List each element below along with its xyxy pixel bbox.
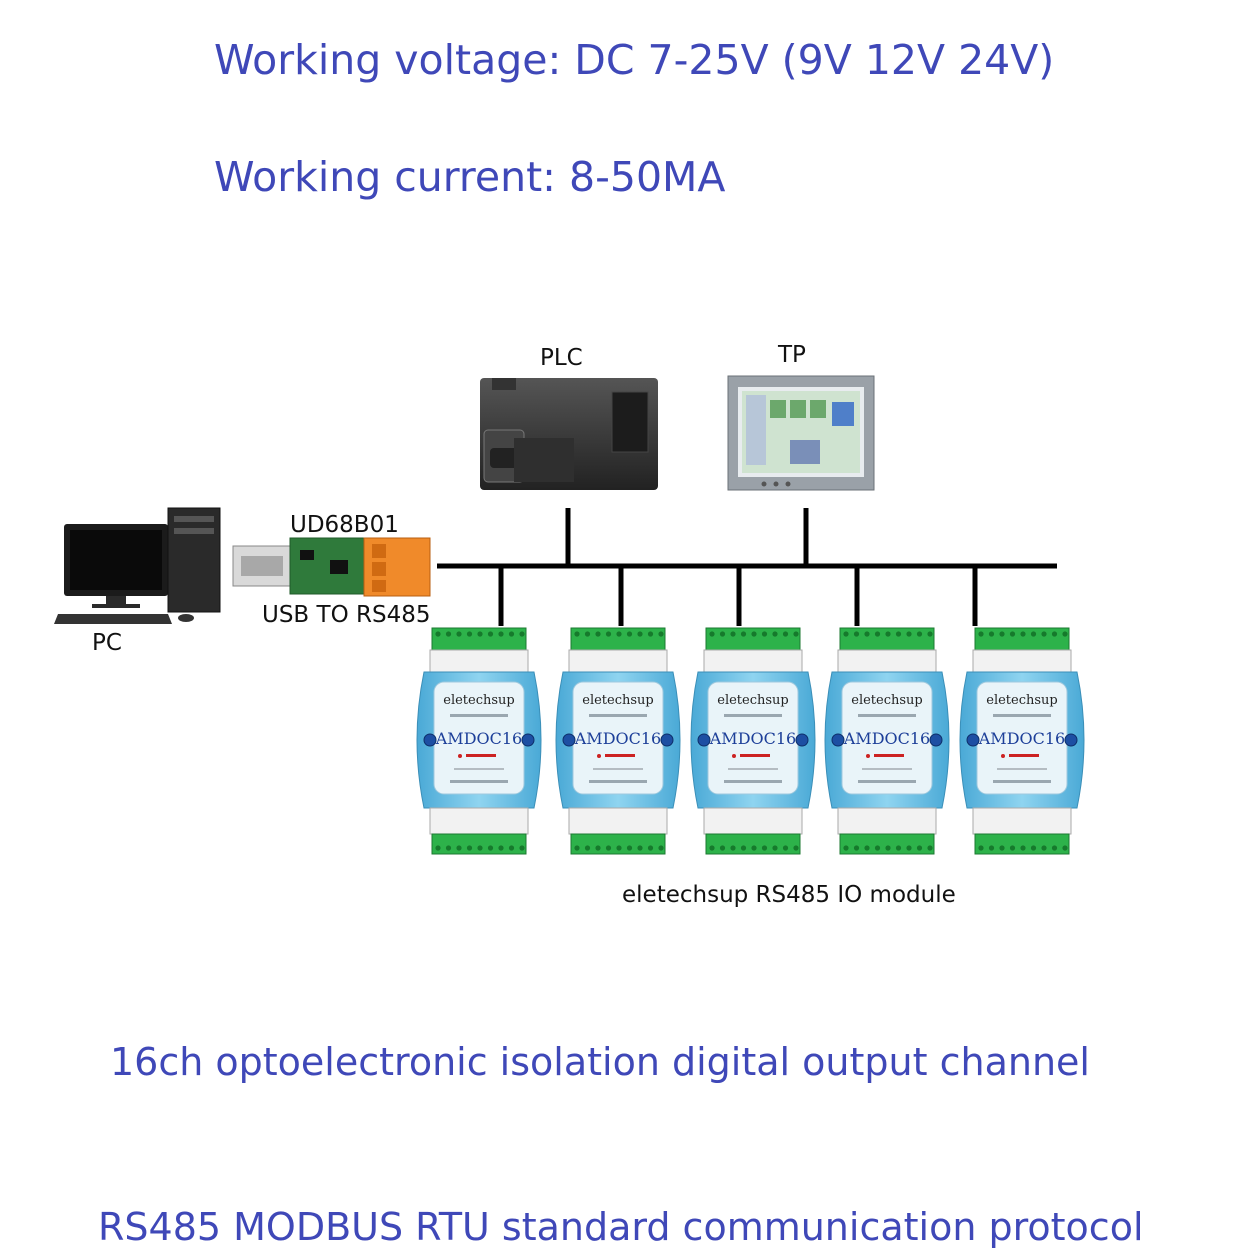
converter-model-label: UD68B01 — [290, 512, 399, 538]
working-current-text: Working current: 8-50MA — [214, 153, 726, 201]
usb-rs485-converter — [232, 537, 431, 597]
pc-device — [54, 507, 221, 624]
module-model-text: AMDOC16 — [435, 729, 522, 748]
network-diagram: eletechsupAMDOC16eletechsupAMDOC16eletec… — [54, 375, 1085, 855]
module-brand-text: eletechsup — [717, 693, 788, 708]
protocol-text: RS485 MODBUS RTU standard communication … — [98, 1205, 1144, 1249]
module-brand-text: eletechsup — [986, 693, 1057, 708]
module-brand-text: eletechsup — [582, 693, 653, 708]
module-caption-label: eletechsup RS485 IO module — [622, 882, 956, 908]
working-voltage-text: Working voltage: DC 7-25V (9V 12V 24V) — [214, 36, 1055, 84]
module-model-text: AMDOC16 — [709, 729, 796, 748]
channels-text: 16ch optoelectronic isolation digital ou… — [110, 1040, 1090, 1084]
pc-label: PC — [92, 630, 122, 656]
rs485-bus — [437, 508, 1057, 626]
module-brand-text: eletechsup — [443, 693, 514, 708]
io-modules: eletechsupAMDOC16eletechsupAMDOC16eletec… — [416, 627, 1085, 855]
module-model-text: AMDOC16 — [978, 729, 1065, 748]
tp-label: TP — [778, 342, 806, 368]
plc-device — [480, 378, 658, 490]
module-model-text: AMDOC16 — [574, 729, 661, 748]
plc-label: PLC — [540, 345, 583, 371]
touch-panel-device — [727, 375, 875, 491]
converter-desc-label: USB TO RS485 — [262, 602, 431, 628]
module-model-text: AMDOC16 — [843, 729, 930, 748]
module-brand-text: eletechsup — [851, 693, 922, 708]
